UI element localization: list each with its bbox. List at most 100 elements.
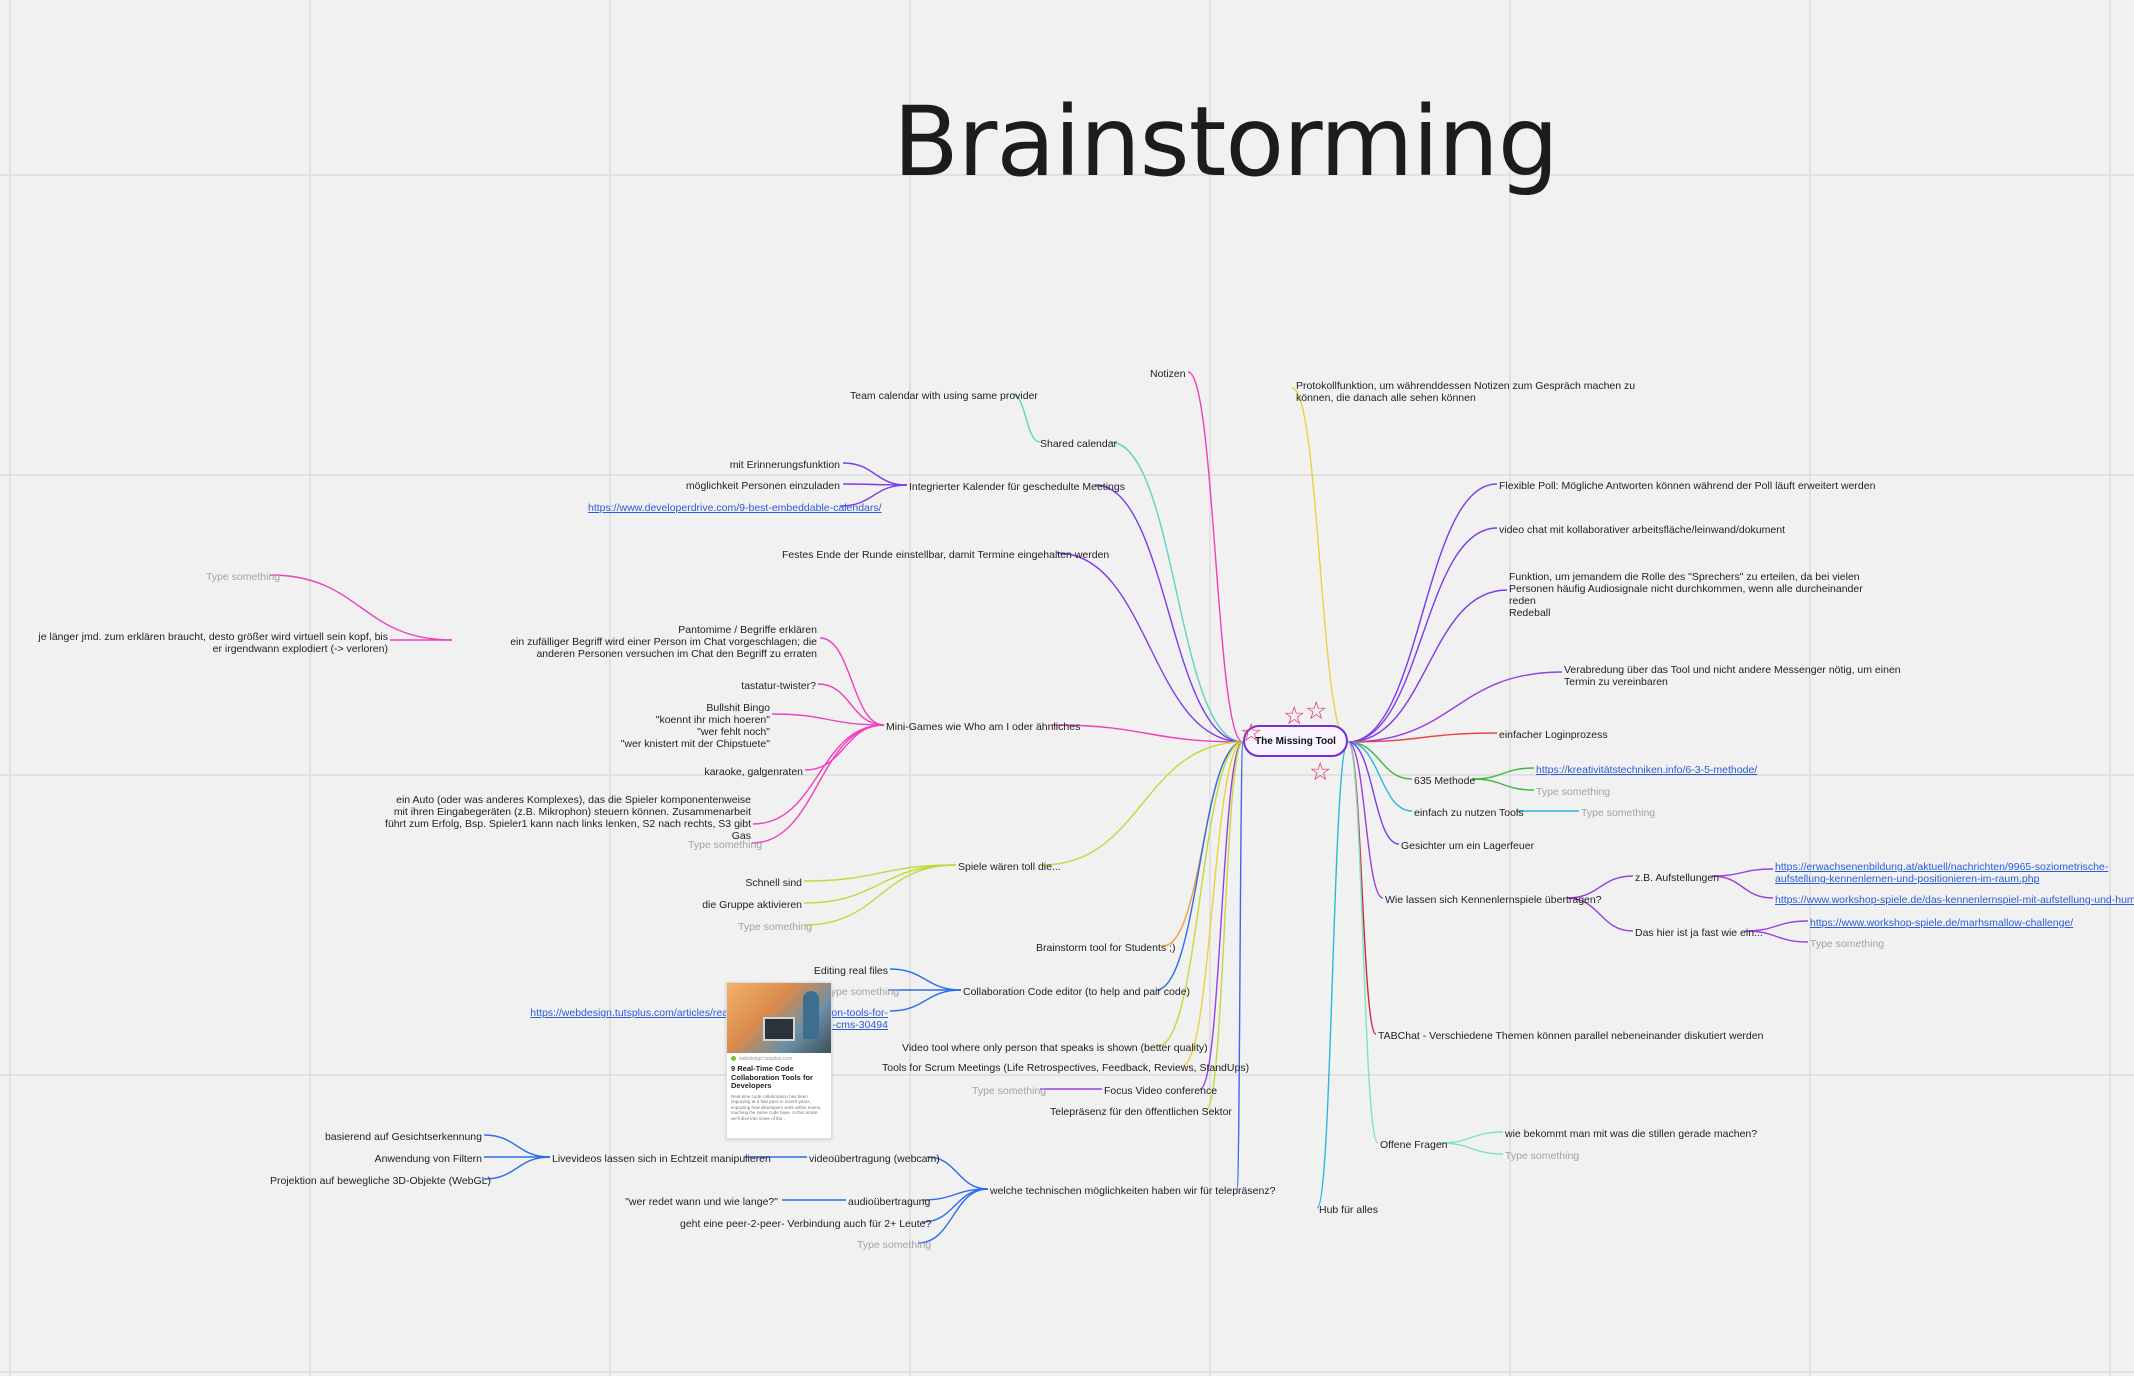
connector-line (803, 864, 957, 904)
node-bullshit-bingo[interactable]: Bullshit Bingo "koennt ihr mich hoeren" … (620, 702, 770, 750)
card-thumbnail (727, 983, 831, 1053)
connector-line (1347, 527, 1498, 743)
node-audio[interactable]: audioübertragung (848, 1196, 931, 1208)
node-video-tool[interactable]: Video tool where only person that speaks… (902, 1042, 1208, 1054)
connector-line (1347, 671, 1563, 743)
node-brainstorm-tool[interactable]: Brainstorm tool for Students ;) (1036, 942, 1176, 954)
node-protokoll[interactable]: Protokollfunktion, um währenddessen Noti… (1296, 380, 1636, 404)
placeholder-node[interactable]: Type something (738, 921, 813, 933)
connector-line (1471, 778, 1535, 791)
connector-line (889, 968, 962, 991)
connector-line (1566, 875, 1634, 899)
connector-line (1291, 387, 1349, 743)
link-preview-card[interactable]: webdesign.tutsplus.com 9 Real-Time Code … (726, 982, 832, 1139)
node-editing[interactable]: Editing real files (813, 965, 888, 977)
placeholder-node[interactable]: Type something (1810, 938, 1885, 950)
node-team-calendar[interactable]: Team calendar with using same provider (850, 390, 1038, 402)
link-erwachsenenbildung[interactable]: https://erwachsenenbildung.at/aktuell/na… (1775, 861, 2109, 885)
placeholder-node[interactable]: Type something (688, 839, 763, 851)
node-filter[interactable]: Anwendung von Filtern (374, 1153, 482, 1165)
node-pantomime[interactable]: Pantomime / Begriffe erklären ein zufäll… (510, 624, 817, 660)
link-embeddable-calendars[interactable]: https://www.developerdrive.com/9-best-em… (588, 502, 882, 514)
connector-line (752, 724, 885, 825)
connector-line (817, 683, 885, 726)
card-title: 9 Real-Time Code Collaboration Tools for… (731, 1064, 813, 1090)
connector-line (819, 637, 885, 726)
node-scrum[interactable]: Tools for Scrum Meetings (Life Retrospec… (882, 1062, 1250, 1074)
placeholder-node[interactable]: Type something (206, 571, 281, 583)
node-flexible-poll[interactable]: Flexible Poll: Mögliche Antworten können… (1499, 480, 1876, 492)
star-icon: ☆ (1305, 697, 1328, 725)
placeholder-node[interactable]: Type something (972, 1085, 1047, 1097)
node-login[interactable]: einfacher Loginprozess (1499, 729, 1608, 741)
node-mini-games[interactable]: Mini-Games wie Who am I oder ähnliches (886, 721, 1081, 733)
node-projektion[interactable]: Projektion auf bewegliche 3D-Objekte (We… (270, 1175, 491, 1187)
node-wer-redet[interactable]: "wer redet wann und wie lange?" (625, 1196, 778, 1208)
node-erinnerung[interactable]: mit Erinnerungsfunktion (729, 459, 840, 471)
node-shared-calendar[interactable]: Shared calendar (1040, 438, 1118, 450)
placeholder-node[interactable]: Type something (1536, 786, 1611, 798)
connector-line (269, 574, 453, 641)
node-hub[interactable]: Hub für alles (1319, 1204, 1378, 1216)
node-integrierter-kalender[interactable]: Integrierter Kalender für geschedulte Me… (909, 481, 1125, 493)
node-fast-wie[interactable]: Das hier ist ja fast wie ein... (1635, 927, 1763, 939)
node-auto[interactable]: ein Auto (oder was anderes Komplexes), d… (385, 794, 751, 842)
connector-line (1199, 741, 1244, 1090)
connector-line (926, 1156, 989, 1190)
node-tastatur-twister[interactable]: tastatur-twister? (741, 680, 816, 692)
connector-line (751, 724, 885, 844)
node-verabredung[interactable]: Verabredung über das Tool und nicht ande… (1564, 664, 1901, 688)
connector-line (1205, 741, 1244, 1111)
link-marshmallow[interactable]: https://www.workshop-spiele.de/marhsmall… (1810, 917, 2074, 929)
node-je-laenger[interactable]: je länger jmd. zum erklären braucht, des… (38, 631, 388, 655)
node-personen-einladen[interactable]: möglichkeit Personen einzuladen (685, 480, 840, 492)
placeholder-node[interactable]: Type something (857, 1239, 932, 1251)
node-notizen[interactable]: Notizen (1150, 368, 1186, 380)
node-spiele[interactable]: Spiele wären toll die... (958, 861, 1061, 873)
node-videouebertragung[interactable]: videoübertragung (webcam) (809, 1153, 940, 1165)
node-gruppe[interactable]: die Gruppe aktivieren (702, 899, 802, 911)
node-tabchat[interactable]: TABChat - Verschiedene Themen können par… (1378, 1030, 1764, 1042)
connector-line (1471, 767, 1535, 780)
node-kennenlernspiele[interactable]: Wie lassen sich Kennenlernspiele übertra… (1385, 894, 1602, 906)
connector-line (889, 989, 962, 1012)
placeholder-node[interactable]: Type something (825, 986, 900, 998)
node-einfach[interactable]: einfach zu nutzen Tools (1414, 807, 1524, 819)
node-lagerfeuer[interactable]: Gesichter um ein Lagerfeuer (1401, 840, 1535, 852)
connector-line (1109, 441, 1244, 743)
connector-line (771, 713, 885, 726)
node-schnell[interactable]: Schnell sind (745, 877, 802, 889)
connector-line (1011, 393, 1041, 443)
node-aufstellungen[interactable]: z.B. Aufstellungen (1635, 872, 1720, 884)
node-635-methode[interactable]: 635 Methode (1414, 775, 1476, 787)
node-stillen[interactable]: wie bekommt man mit was die stillen gera… (1505, 1128, 1758, 1140)
node-gesicht[interactable]: basierend auf Gesichtserkennung (324, 1131, 482, 1143)
node-p2p[interactable]: geht eine peer-2-peer- Verbindung auch f… (680, 1218, 932, 1230)
link-workshop-aufstellung[interactable]: https://www.workshop-spiele.de/das-kenne… (1775, 894, 2134, 906)
star-icon: ☆ (1283, 702, 1306, 730)
root-node[interactable]: The Missing Tool (1243, 725, 1348, 757)
node-karaoke[interactable]: karaoke, galgenraten (704, 766, 803, 778)
node-sprecher[interactable]: Funktion, um jemandem die Rolle des "Spr… (1509, 571, 1863, 619)
node-video-chat[interactable]: video chat mit kollaborativer arbeitsflä… (1499, 524, 1785, 536)
node-technische[interactable]: welche technischen möglichkeiten haben w… (990, 1185, 1276, 1197)
placeholder-node[interactable]: Type something (1505, 1150, 1580, 1162)
card-description: Real-time code collaboration has been im… (731, 1093, 822, 1121)
placeholder-node[interactable]: Type something (1581, 807, 1656, 819)
node-livevideos[interactable]: Livevideos lassen sich in Echtzeit manip… (552, 1153, 771, 1165)
connector-line (1157, 741, 1244, 1047)
node-festes-ende[interactable]: Festes Ende der Runde einstellbar, damit… (782, 549, 1110, 561)
node-focus-video[interactable]: Focus Video conference (1104, 1085, 1218, 1097)
connector-line (1439, 1142, 1504, 1155)
board-title[interactable]: Brainstorming (893, 86, 1559, 198)
node-telepraesenz-sektor[interactable]: Telepräsenz für den öffentlichen Sektor (1050, 1106, 1232, 1118)
connector-line (1056, 552, 1244, 743)
node-offene-fragen[interactable]: Offene Fragen (1380, 1139, 1448, 1151)
connector-line (1041, 741, 1244, 866)
connector-line (1316, 741, 1349, 1209)
node-code-editor[interactable]: Collaboration Code editor (to help and p… (963, 986, 1191, 998)
link-kreativitaetstechniken[interactable]: https://kreativitätstechniken.info/6-3-5… (1536, 764, 1758, 776)
connector-line (1347, 741, 1400, 845)
